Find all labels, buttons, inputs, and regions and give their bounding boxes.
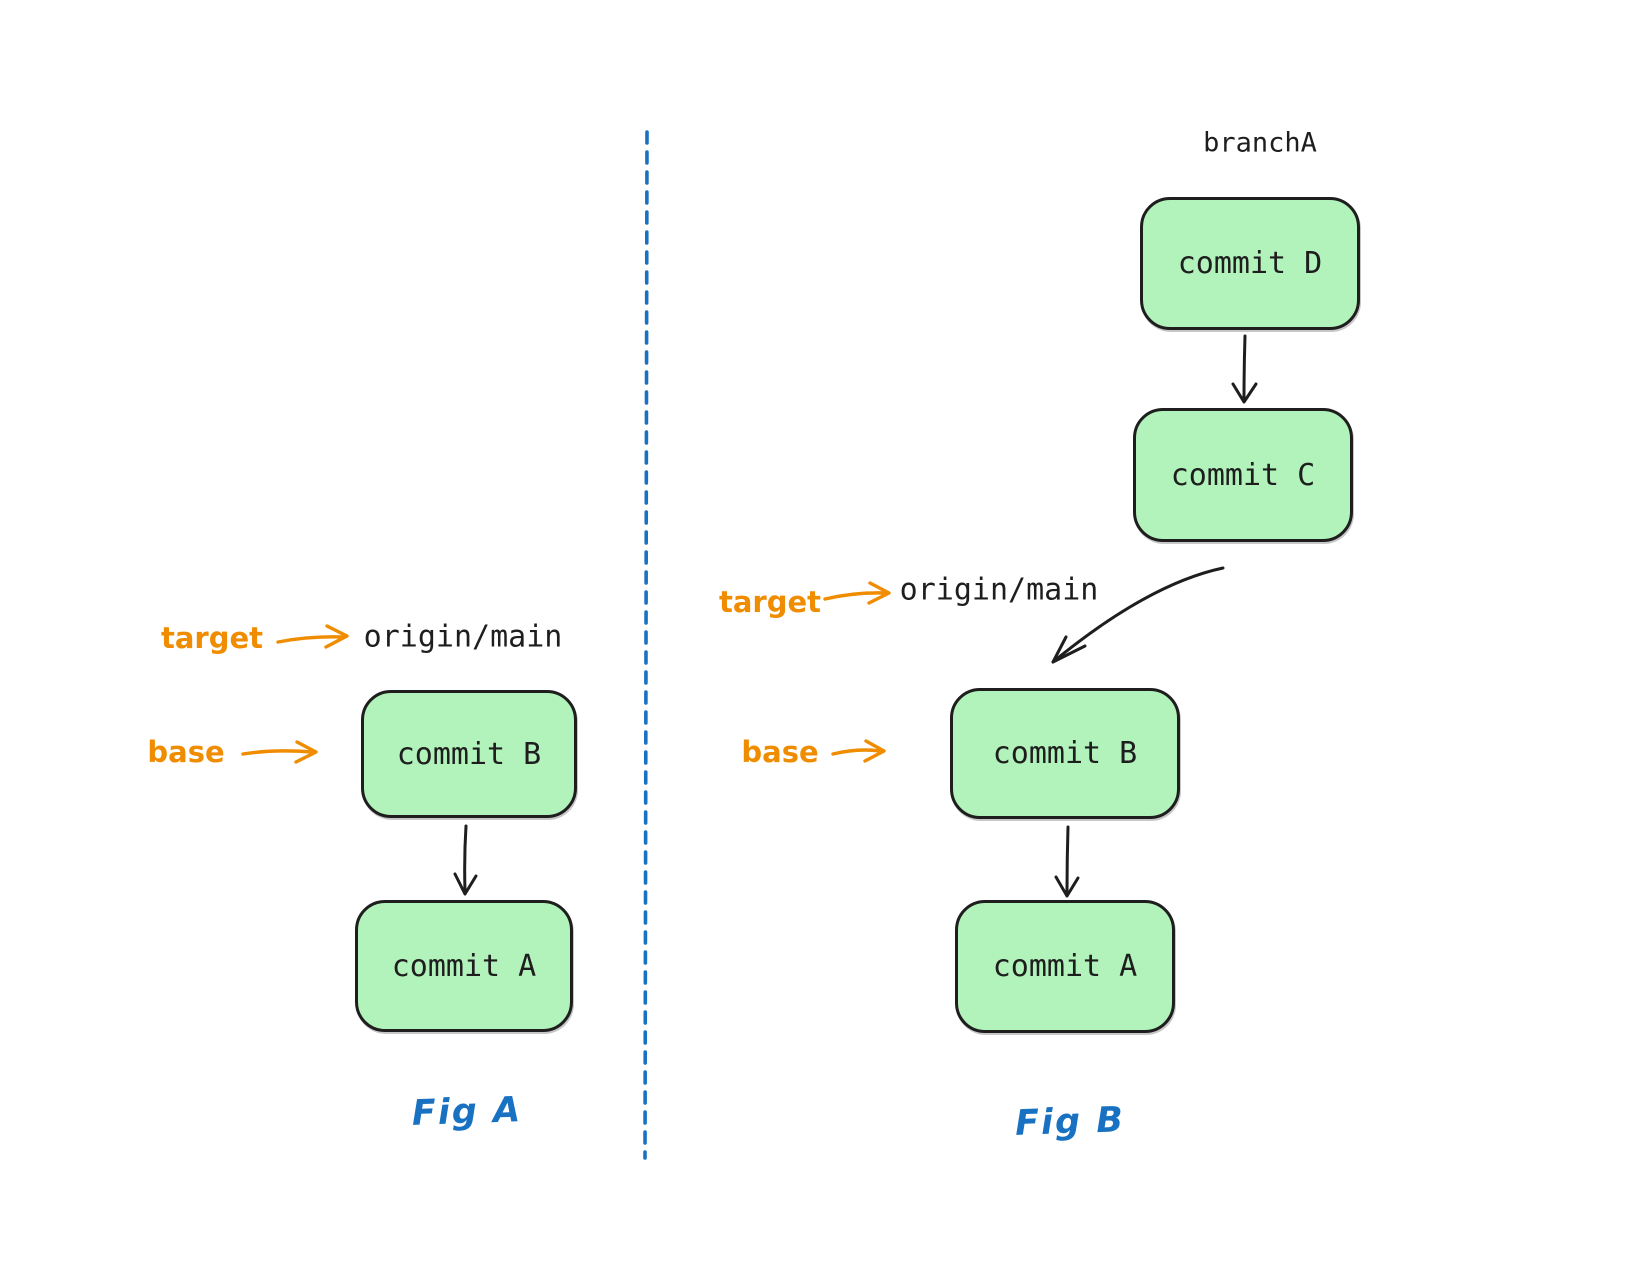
fig-b-caption: Fig B: [1014, 1100, 1126, 1144]
fig-a-target-label: target: [160, 621, 264, 655]
fig-b-commit-d-node: commit D: [1140, 197, 1360, 330]
fig-b-branch-label: branchA: [1203, 127, 1317, 159]
fig-a-caption: Fig A: [411, 1090, 523, 1134]
fig-b-commit-c-label: commit C: [1170, 457, 1316, 493]
fig-b-commit-c-node: commit C: [1133, 408, 1353, 542]
fig-b-target-ref: origin/main: [899, 572, 1099, 608]
fig-a-edge-b-to-a: [453, 824, 478, 896]
fig-a-target-ref: origin/main: [363, 619, 563, 655]
fig-a-target-arrow: [276, 624, 349, 649]
fig-b-target-arrow: [823, 581, 891, 605]
divider-dashed-line: [643, 130, 649, 1160]
fig-b-commit-b-node: commit B: [950, 688, 1180, 819]
fig-b-target-label: target: [718, 585, 822, 619]
fig-b-edge-c-to-b: [1051, 566, 1225, 664]
fig-b-edge-d-to-c: [1231, 334, 1258, 404]
fig-a-base-label: base: [147, 735, 225, 769]
fig-a-commit-a-node: commit A: [355, 900, 573, 1032]
fig-a-commit-b-node: commit B: [361, 690, 577, 818]
fig-b-base-arrow: [831, 739, 886, 763]
fig-b-commit-b-label: commit B: [992, 736, 1138, 771]
fig-a-commit-b-label: commit B: [396, 736, 542, 772]
fig-b-commit-a-label: commit A: [992, 949, 1138, 984]
fig-a-base-arrow: [241, 740, 318, 764]
fig-b-base-label: base: [741, 735, 819, 769]
fig-b-edge-b-to-a: [1054, 825, 1080, 898]
fig-b-commit-d-label: commit D: [1177, 246, 1323, 281]
fig-b-commit-a-node: commit A: [955, 900, 1175, 1033]
fig-a-commit-a-label: commit A: [391, 948, 537, 984]
